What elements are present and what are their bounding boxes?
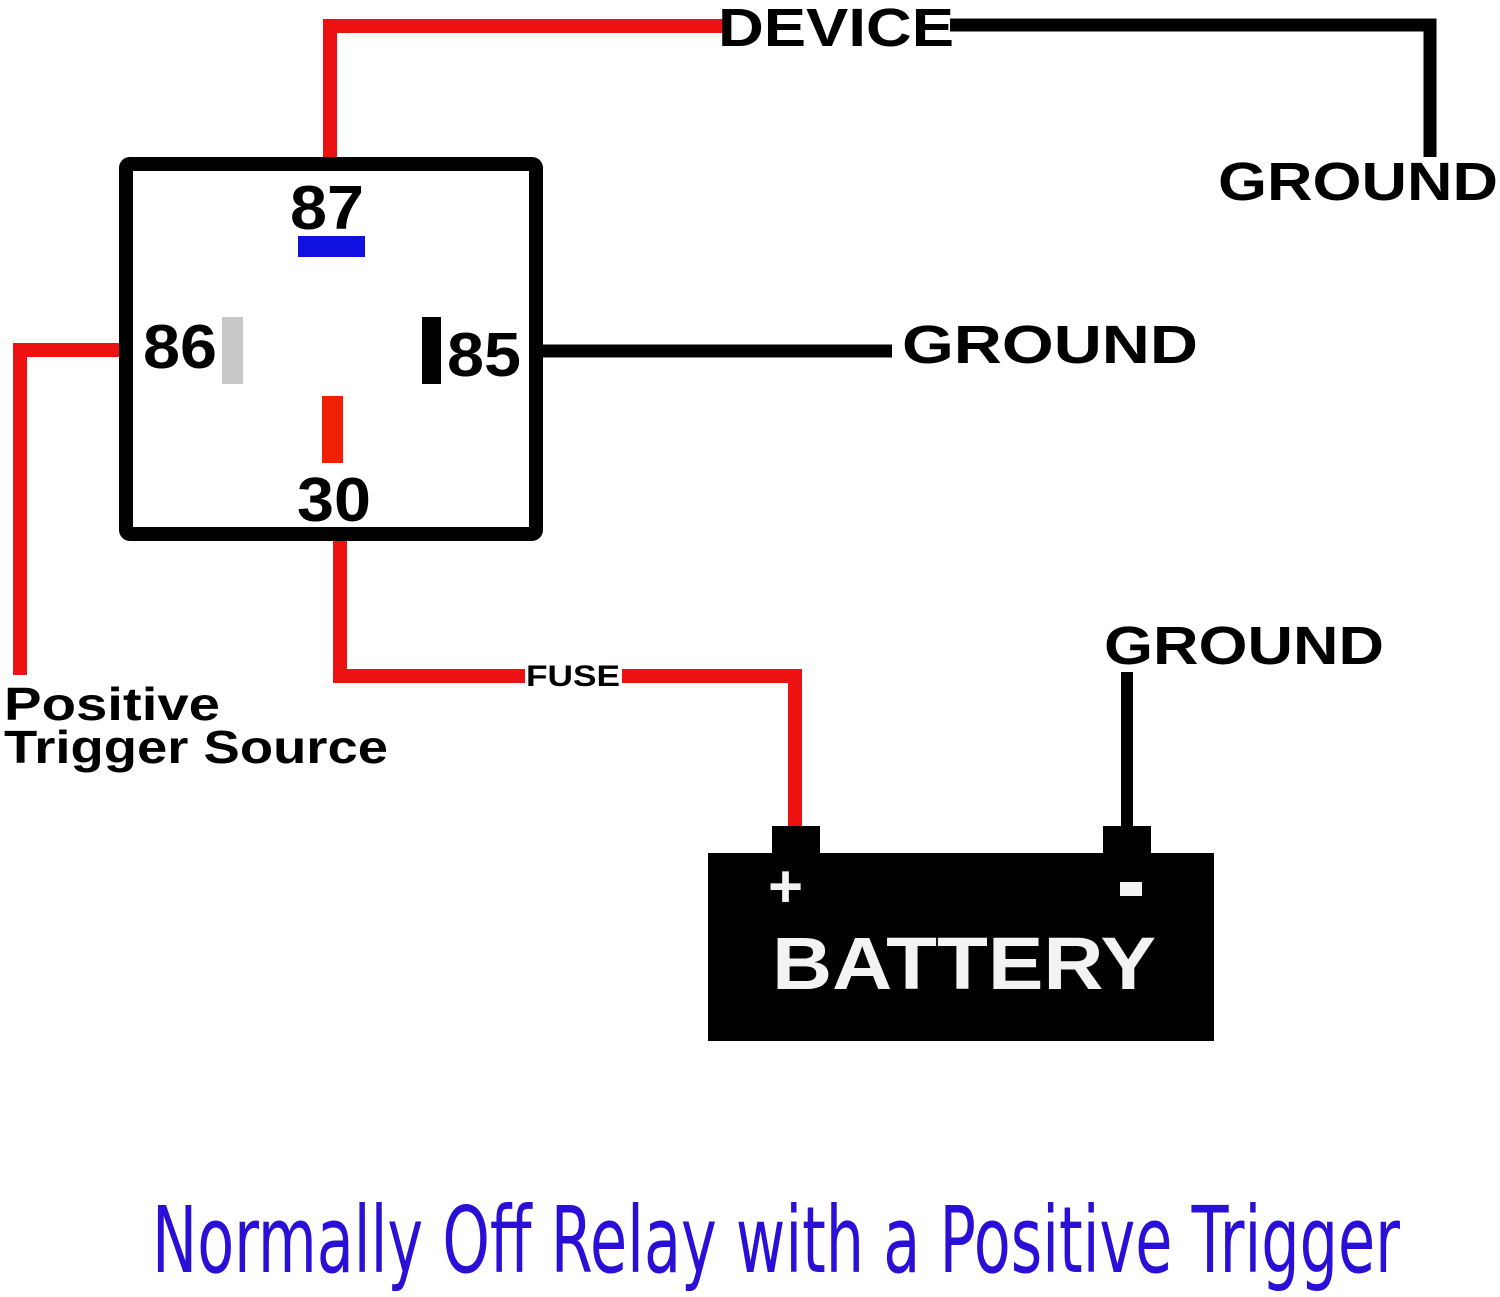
- trigger-source-label-line1: Positive: [4, 678, 220, 730]
- wire-fuse-to-battery: [622, 669, 802, 830]
- pin-87-contact: [298, 236, 365, 257]
- battery-negative-terminal: [1103, 826, 1151, 856]
- pin-87-label: 87: [290, 174, 364, 243]
- diagram-title: Normally Off Relay with a Positive Trigg…: [152, 1187, 1400, 1294]
- pin-86-contact: [222, 317, 243, 384]
- ground-label-device: GROUND: [1218, 152, 1498, 212]
- wire-87-to-device: [323, 19, 725, 160]
- ground-label-battery: GROUND: [1104, 616, 1384, 676]
- battery-minus-sign: [1120, 882, 1142, 896]
- wire-86-to-trigger: [13, 343, 122, 675]
- battery-plus-sign: +: [768, 853, 803, 920]
- pin-30-label: 30: [297, 466, 371, 535]
- battery-positive-terminal: [772, 826, 820, 856]
- pin-86-label: 86: [143, 313, 217, 382]
- ground-label-85: GROUND: [902, 315, 1198, 375]
- pin-30-contact: [322, 396, 343, 463]
- wire-30-to-fuse: [333, 538, 525, 683]
- wire-device-to-ground: [950, 18, 1437, 157]
- trigger-source-label-line2: Trigger Source: [4, 721, 388, 773]
- pin-85-label: 85: [447, 321, 521, 390]
- battery-label: BATTERY: [772, 922, 1156, 1005]
- fuse-label: FUSE: [526, 660, 620, 693]
- relay-box: [119, 157, 543, 541]
- pin-85-contact: [422, 317, 441, 384]
- device-label: DEVICE: [718, 0, 954, 58]
